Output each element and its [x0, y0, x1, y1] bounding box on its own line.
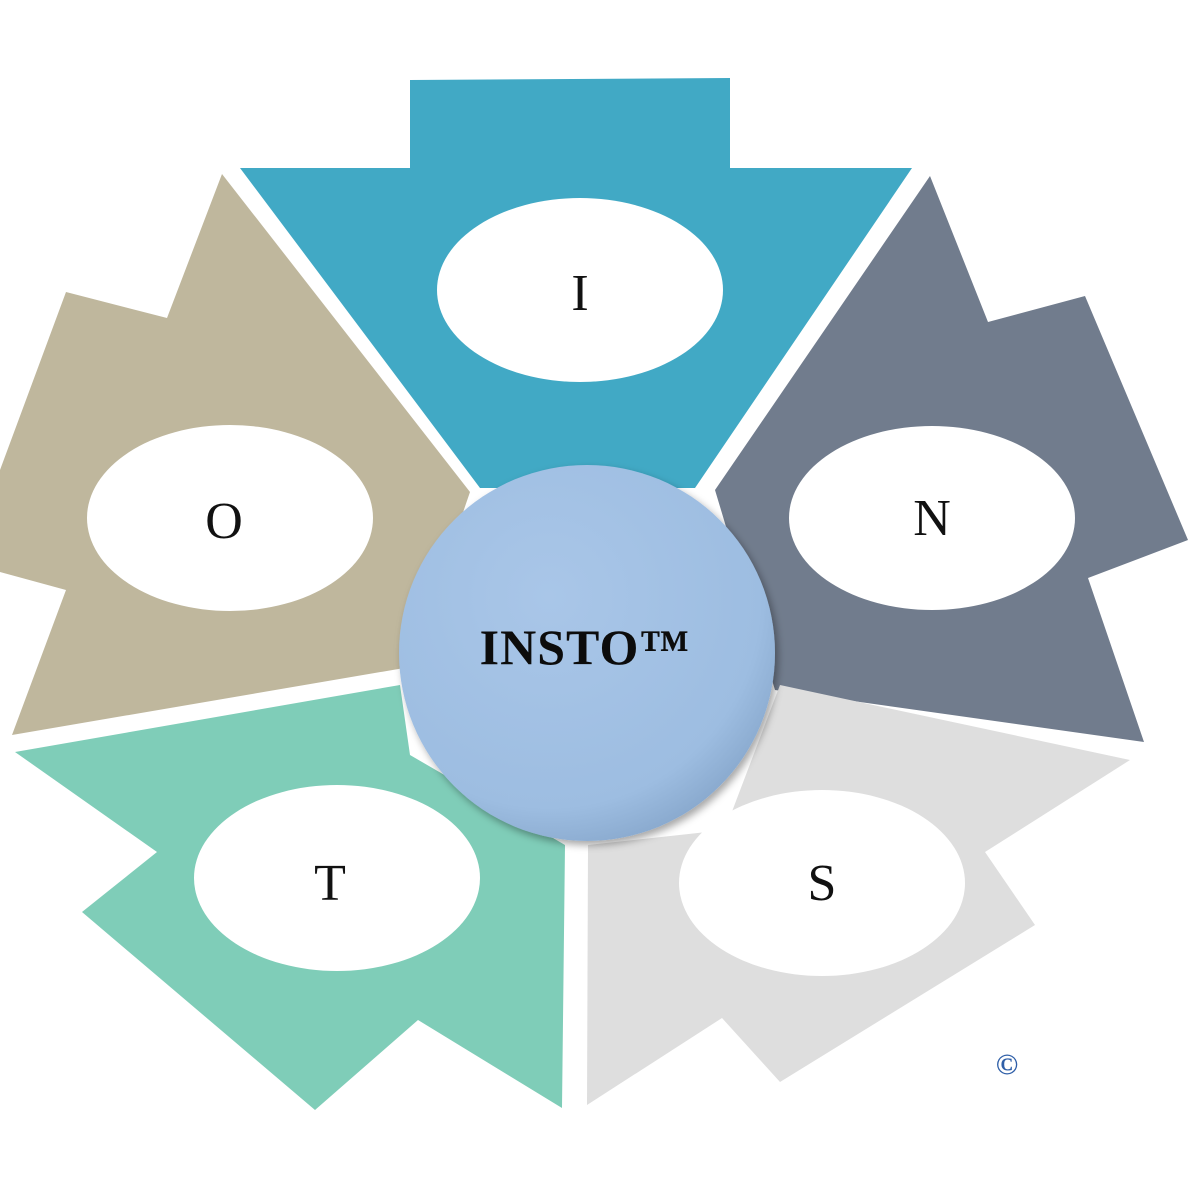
segment-o-label: O — [205, 493, 243, 550]
center-circle — [399, 465, 775, 841]
segment-o-oval — [87, 425, 373, 611]
segment-n-oval — [789, 426, 1075, 610]
segment-n-label: N — [913, 490, 951, 547]
segment-t-label: T — [314, 855, 346, 912]
segment-s-oval — [679, 790, 965, 976]
center-label: INSTO™ — [480, 619, 691, 675]
segment-n: N — [715, 176, 1188, 742]
segment-t: T — [15, 685, 565, 1110]
copyright-mark: © — [996, 1048, 1018, 1081]
center-hub: INSTO™ — [399, 465, 775, 841]
segment-o: O — [0, 174, 470, 735]
segment-s-label: S — [808, 855, 837, 912]
segment-i-label: I — [571, 265, 588, 322]
segment-t-oval — [194, 785, 480, 971]
segment-s: S — [587, 685, 1130, 1105]
segment-i-oval — [437, 198, 723, 382]
segment-i: I — [240, 78, 912, 488]
